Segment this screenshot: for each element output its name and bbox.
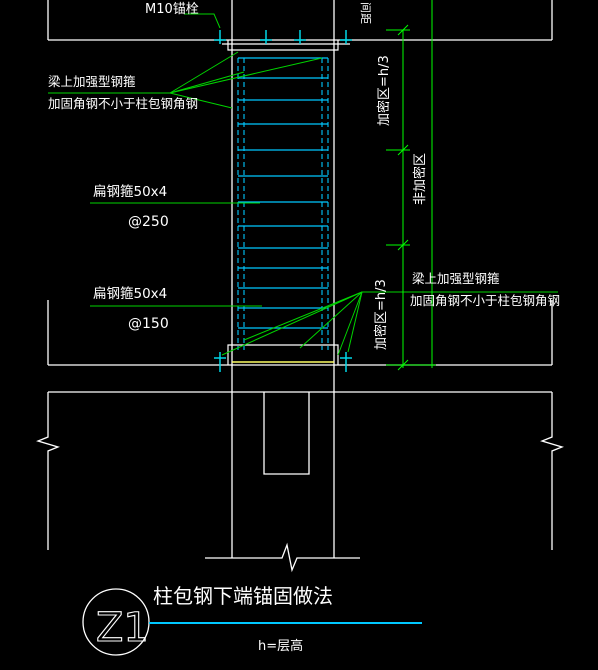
flat-bar-label-1: 扁钢箍50x4 bbox=[93, 183, 167, 200]
top-anchor-label-line1: 梁上加强型钢箍 bbox=[48, 74, 136, 89]
column-stub bbox=[263, 392, 310, 475]
dimension-lines bbox=[386, 0, 436, 371]
title-block bbox=[82, 588, 422, 656]
non-dense-zone-label: 非加密区 bbox=[412, 153, 428, 205]
flat-bar-stirrups bbox=[238, 57, 328, 329]
bolt-icon bbox=[260, 30, 272, 44]
bolt-icon bbox=[340, 30, 352, 44]
top-vertical-cut-label: 间距 bbox=[359, 2, 372, 24]
left-beam-break bbox=[36, 392, 60, 550]
bottom-anchor-bolts bbox=[214, 352, 352, 372]
top-anchor-label-line2: 加固角钢不小于柱包钢角钢 bbox=[48, 96, 198, 111]
top-bolt-label: M10锚栓 bbox=[145, 2, 199, 17]
top-reinforcing-angle bbox=[227, 40, 339, 51]
flat-bar-label-2: 扁钢箍50x4 bbox=[93, 285, 167, 302]
right-beam-break bbox=[540, 392, 564, 550]
bottom-anchor-label-line2: 加固角钢不小于柱包钢角钢 bbox=[410, 293, 560, 308]
annotations: M10锚栓 间距 梁上加强型钢箍 加固角钢不小于柱包钢角钢 扁钢箍50x4 @2… bbox=[48, 2, 560, 654]
bolt-icon bbox=[340, 352, 352, 372]
spacing-label-2: @150 bbox=[128, 316, 169, 332]
bolt-icon bbox=[214, 352, 226, 372]
bottom-break-line bbox=[205, 542, 360, 573]
dense-zone-bottom-label: 加密区=h/3 bbox=[373, 279, 389, 350]
detail-number: Z1 bbox=[96, 605, 149, 651]
spacing-label-1: @250 bbox=[128, 214, 169, 230]
bottom-anchor-label-line1: 梁上加强型钢箍 bbox=[412, 271, 500, 286]
detail-note: h=层高 bbox=[258, 638, 303, 654]
angle-steels bbox=[237, 58, 329, 350]
top-anchor-bolts bbox=[214, 30, 352, 44]
top-anchorage bbox=[214, 30, 352, 51]
leader-lines bbox=[48, 13, 558, 356]
structure-outline bbox=[36, 0, 564, 573]
bolt-icon bbox=[214, 30, 226, 44]
bolt-icon bbox=[294, 30, 306, 44]
detail-title: 柱包钢下端锚固做法 bbox=[153, 584, 333, 608]
steel-jacket bbox=[237, 57, 329, 350]
dense-zone-top-label: 加密区=h/3 bbox=[376, 55, 392, 126]
